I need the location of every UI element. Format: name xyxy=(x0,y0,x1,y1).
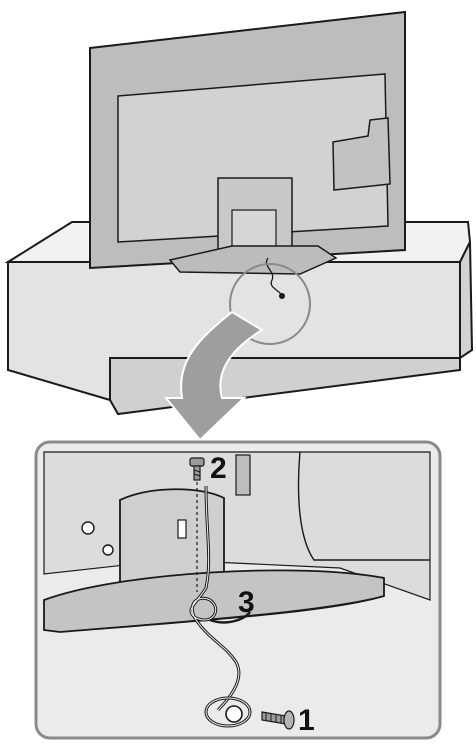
inset-stand-base-edge xyxy=(59,595,385,633)
small-screw-icon xyxy=(279,293,285,299)
securing-cord-highlight xyxy=(190,485,240,711)
callout-2-label: 2 xyxy=(210,452,227,485)
callout-1-label: 1 xyxy=(298,704,315,737)
inset-hole-right-icon xyxy=(102,544,114,556)
terminal-cover-icon xyxy=(332,117,391,191)
detail-inset: 2 3 1 xyxy=(34,440,442,740)
inset-bracket-hole xyxy=(177,519,187,539)
stand-base xyxy=(168,245,338,275)
tv-back-inner-panel xyxy=(117,73,389,243)
inset-stand-neck xyxy=(119,488,225,591)
wall-anchor-icon xyxy=(225,705,243,723)
inset-tv-bevel xyxy=(297,451,430,561)
detail-magnifier-circle xyxy=(229,263,311,345)
callout-3-label: 3 xyxy=(238,586,255,619)
cord-lower-loop-inner xyxy=(205,697,251,727)
tv-rear xyxy=(89,10,406,299)
stand-bracket xyxy=(231,209,277,251)
curved-down-arrow-icon xyxy=(163,310,264,442)
cabinet-side xyxy=(459,241,474,360)
cord-tail xyxy=(209,611,251,624)
inset-slot xyxy=(235,454,251,496)
cabinet-plinth xyxy=(109,357,461,416)
bolt-icon xyxy=(189,457,205,481)
screw-icon xyxy=(261,710,295,730)
inset-hole-left-icon xyxy=(81,521,95,535)
